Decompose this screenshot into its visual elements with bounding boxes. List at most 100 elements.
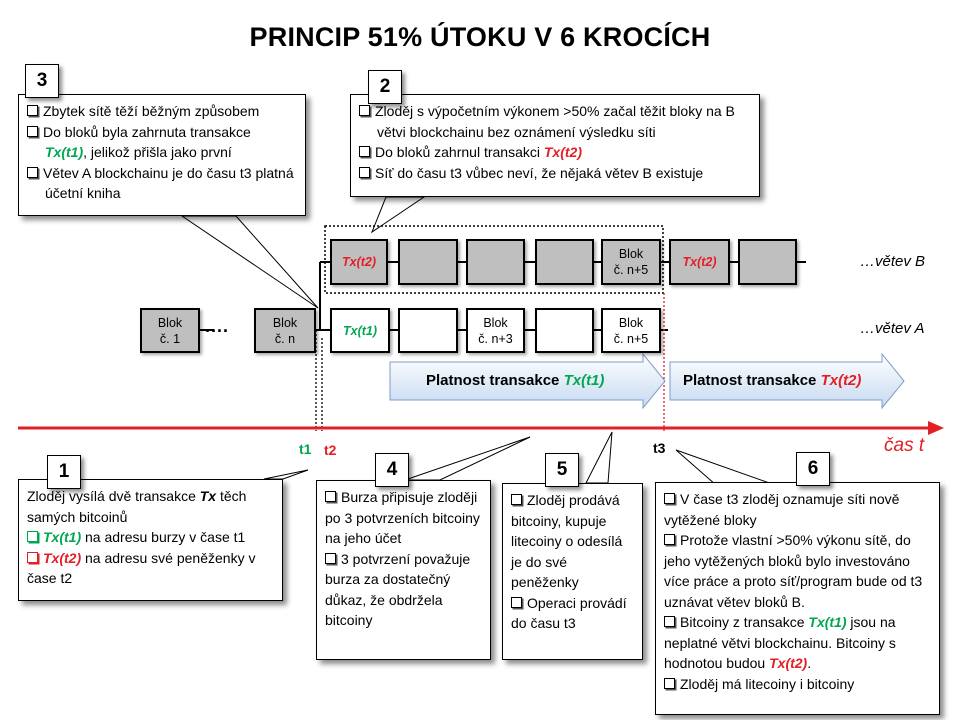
block-number: č. n+5: [613, 331, 649, 346]
t2-label: t2: [324, 442, 337, 458]
step-5-number: 5: [545, 453, 579, 487]
step-2-item-3: Síť do času t3 vůbec neví, že nějaká vět…: [359, 163, 751, 184]
validity-prefix: Platnost transakce: [683, 372, 821, 389]
tx-t2-label: Tx(t2): [43, 549, 82, 566]
callout-step-5: Zloděj prodává bitcoiny, kupuje litecoin…: [502, 483, 643, 660]
block-a-n3: Blok č. n+3: [466, 308, 525, 353]
callout-3-pointer: [180, 215, 319, 309]
tx-t2-label: Tx(t2): [341, 255, 377, 269]
checkbox-icon: [359, 146, 370, 157]
tx-t2-label: Tx(t2): [769, 655, 808, 671]
block-word: Blok: [618, 247, 644, 261]
step-text: 3 potvrzení považuje burza za dostatečný…: [325, 550, 471, 629]
checkbox-icon: [325, 491, 336, 502]
block-word: Blok: [157, 315, 183, 330]
tx-t2-label: Tx(t2): [820, 372, 862, 389]
step-text: Zloděj s výpočetním výkonem >50% začal t…: [375, 103, 735, 140]
block-number: č. n+3: [478, 331, 513, 346]
step-text: na adresu své peněženky v čase t2: [27, 549, 256, 587]
validity-prefix: Platnost transakce: [426, 372, 564, 389]
step-3-item-3: Větev A blockchainu je do času t3 platná…: [27, 163, 297, 204]
block-b-4: [535, 239, 594, 285]
checkbox-icon: [27, 531, 38, 542]
callout-5-pointer: [585, 431, 613, 484]
step-text: Síť do času t3 vůbec neví, že nějaká vět…: [375, 164, 704, 181]
block-number: č. n: [274, 331, 296, 346]
step-6-item-1: V čase t3 zloděj oznamuje síti nově vytě…: [664, 489, 931, 530]
hidden-branch-box: [324, 225, 664, 294]
block-a-2: [398, 308, 458, 353]
step-text: Do bloků zahrnul transakci: [375, 144, 544, 160]
t3-label: t3: [653, 440, 666, 456]
tx-t1-label: Tx(t1): [45, 144, 84, 160]
t1-label: t1: [299, 441, 312, 457]
time-axis-label: čas t: [884, 435, 925, 456]
block-b-n5: Blok č. n+5: [601, 239, 661, 285]
callout-step-1: Zloděj vysílá dvě transakce Tx těch samý…: [18, 479, 283, 601]
step-2-number: 2: [368, 70, 402, 104]
tx-t1-label: Tx(t1): [43, 529, 82, 545]
tx-t2-label: Tx(t2): [543, 144, 582, 160]
step-text: V čase t3 zloděj oznamuje síti nově vytě…: [664, 491, 900, 528]
step-4-number: 4: [375, 453, 409, 487]
step-text: Zloděj vysílá dvě transakce: [27, 488, 200, 504]
block-word: Blok: [483, 315, 508, 330]
step-1-line-1: Zloděj vysílá dvě transakce Tx těch samý…: [27, 486, 274, 527]
callout-step-2: Zloděj s výpočetním výkonem >50% začal t…: [350, 94, 760, 197]
step-2-item-1: Zloděj s výpočetním výkonem >50% začal t…: [359, 101, 751, 142]
block-number: č. 1: [159, 331, 181, 346]
checkbox-icon: [664, 534, 675, 545]
tx-t2-label: Tx(t2): [682, 255, 717, 269]
callout-2-pointer: [370, 196, 426, 234]
tx-t1-label: Tx(t1): [808, 614, 847, 630]
block-number: č. n+5: [613, 263, 649, 277]
step-1-item-1: Tx(t1) na adresu burzy v čase t1: [27, 527, 274, 548]
block-b-7: [738, 239, 797, 285]
validity-t2-text: Platnost transakce Tx(t2): [683, 372, 861, 389]
block-b-tx-t2: Tx(t2): [330, 239, 388, 285]
step-text: jsou na neplatné větvi blockchainu. Bitc…: [664, 614, 896, 671]
checkbox-icon: [664, 677, 675, 689]
step-6-item-3: Bitcoiny z transakce Tx(t1) jsou na nepl…: [664, 612, 931, 674]
branch-a-label: …větev A: [860, 320, 925, 337]
block-a-1: Blok č. 1: [140, 308, 200, 353]
validity-t1-text: Platnost transakce Tx(t1): [426, 372, 604, 389]
step-1-item-2: Tx(t2) na adresu své peněženky v čase t2: [27, 548, 274, 589]
step-text: Operaci provádí do času t3: [511, 594, 627, 632]
block-a-tx-t1: Tx(t1): [330, 308, 390, 353]
step-text: Do bloků byla zahrnuta transakce: [43, 123, 251, 140]
step-text: , jelikož přišla jako první: [83, 144, 232, 160]
branch-b-label: …větev B: [860, 253, 926, 270]
step-text: Burza připisuje zloději po 3 potvrzeních…: [325, 489, 480, 546]
checkbox-icon: [359, 105, 370, 116]
step-text: Bitcoiny z transakce: [680, 614, 809, 630]
tx-t1-label: Tx(t1): [563, 372, 605, 389]
step-5-item-2: Operaci provádí do času t3: [511, 593, 634, 634]
step-text: Zloděj prodává bitcoiny, kupuje litecoin…: [511, 492, 623, 590]
step-5-item-1: Zloděj prodává bitcoiny, kupuje litecoin…: [511, 490, 634, 593]
block-b-tx-t2-2: Tx(t2): [669, 239, 730, 285]
step-text: Zloděj má litecoiny i bitcoiny: [680, 675, 855, 692]
block-a-n5: Blok č. n+5: [601, 308, 661, 353]
step-text: Protože vlastní >50% výkonu sítě, do jeh…: [664, 532, 923, 610]
page-title: PRINCIP 51% ÚTOKU V 6 KROCÍCH: [249, 22, 711, 52]
step-1-number: 1: [47, 455, 81, 489]
checkbox-icon: [359, 166, 370, 178]
callout-4-pointer: [404, 436, 531, 481]
checkbox-icon: [664, 616, 675, 627]
step-text: Zbytek sítě těží běžným způsobem: [43, 103, 260, 119]
callout-1-pointer: [263, 469, 309, 480]
validity-arrow-t1: [389, 352, 666, 410]
callout-6-pointer: [675, 449, 776, 486]
step-text: na adresu burzy v čase t1: [81, 529, 246, 545]
tx-t1-label: Tx(t1): [342, 323, 378, 338]
step-4-item-1: Burza připisuje zloději po 3 potvrzeních…: [325, 487, 482, 549]
step-6-item-4: Zloděj má litecoiny i bitcoiny: [664, 674, 931, 695]
ellipsis: ....: [205, 316, 230, 336]
validity-arrow-t2: [669, 352, 905, 410]
checkbox-icon: [27, 125, 38, 137]
step-text: těch samých bitcoinů: [27, 488, 247, 525]
checkbox-icon: [325, 552, 336, 564]
checkbox-icon: [27, 105, 38, 116]
